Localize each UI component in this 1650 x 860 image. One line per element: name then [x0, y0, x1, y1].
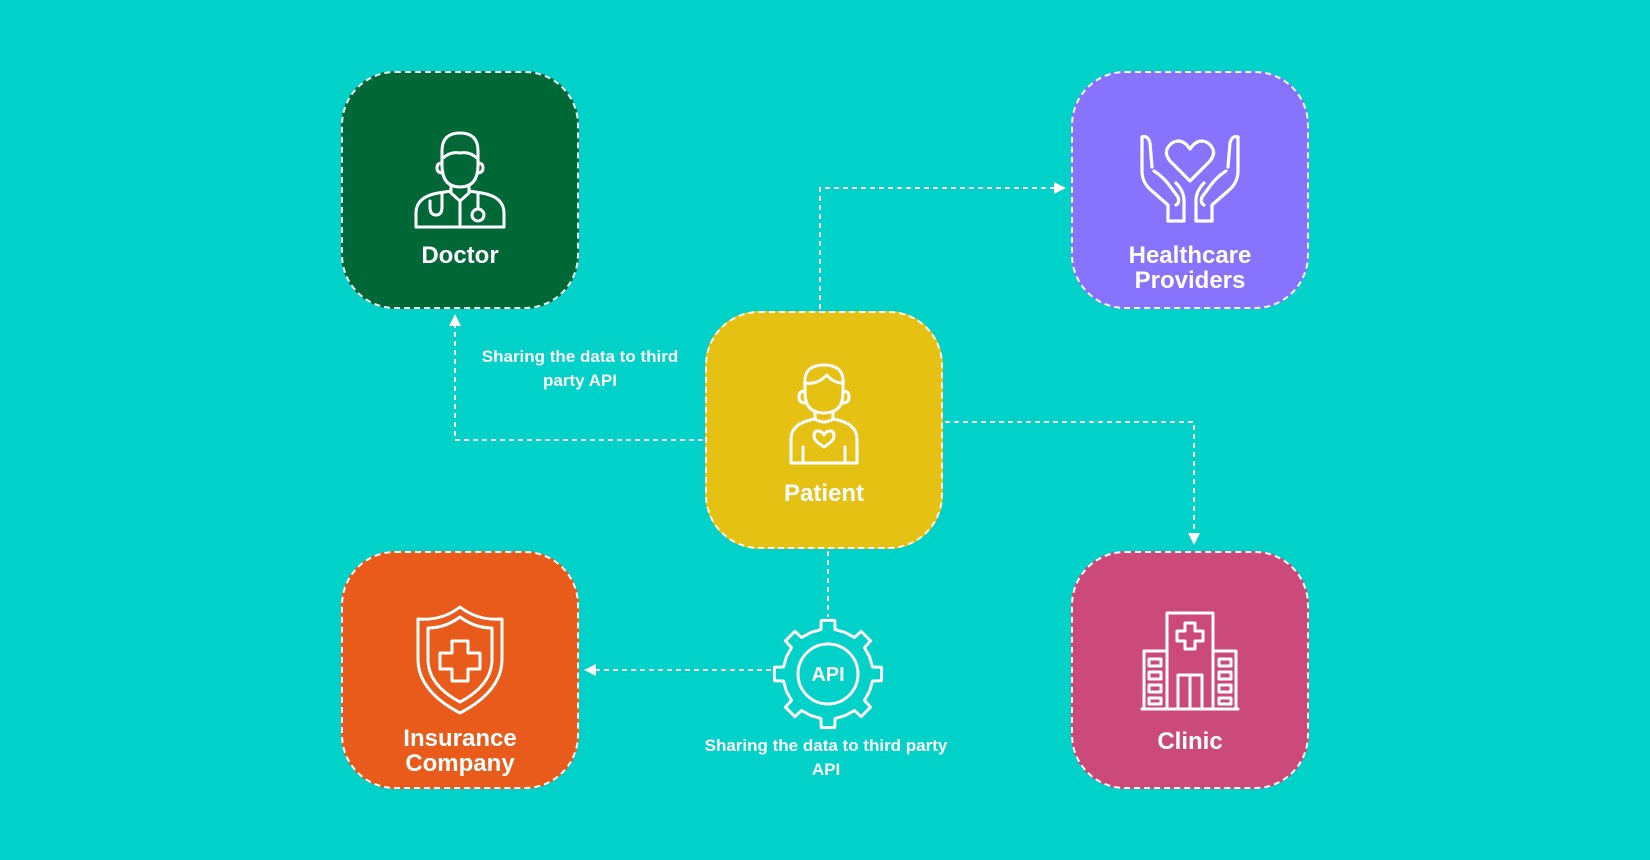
- connector-patient-to-healthcare: [819, 187, 1056, 309]
- gear-outline: [772, 618, 884, 730]
- heart-hands-icon: [1140, 135, 1240, 223]
- api-label: API: [811, 664, 844, 686]
- node-insurance-company: Insurance Company: [341, 551, 579, 789]
- node-insurance-label: Insurance Company: [403, 725, 517, 777]
- node-clinic: Clinic: [1071, 551, 1309, 789]
- connector-patient-to-clinic: [945, 421, 1195, 534]
- arrowhead-insurance: [584, 664, 596, 676]
- node-doctor-label: Doctor: [421, 242, 499, 269]
- node-patient: Patient: [705, 311, 943, 549]
- doctor-icon: [414, 131, 506, 229]
- caption-bottom: Sharing the data to third party API: [704, 736, 948, 779]
- arrowhead-clinic: [1188, 533, 1200, 545]
- gear-icon: API: [772, 618, 884, 730]
- node-doctor: Doctor: [341, 71, 579, 309]
- node-patient-label: Patient: [783, 480, 864, 507]
- shield-cross-icon: [416, 605, 504, 715]
- arrowhead-healthcare: [1054, 182, 1066, 194]
- patient-icon: [789, 363, 859, 465]
- node-clinic-label: Clinic: [1157, 728, 1223, 755]
- arrowhead-doctor: [449, 314, 461, 326]
- node-healthcare-label: Healthcare Providers: [1128, 242, 1252, 294]
- node-healthcare-providers: Healthcare Providers: [1071, 71, 1309, 309]
- caption-top: Sharing the data to third party API: [481, 347, 679, 390]
- hospital-building-icon: [1140, 611, 1240, 711]
- connector-patient-to-doctor: [454, 324, 703, 441]
